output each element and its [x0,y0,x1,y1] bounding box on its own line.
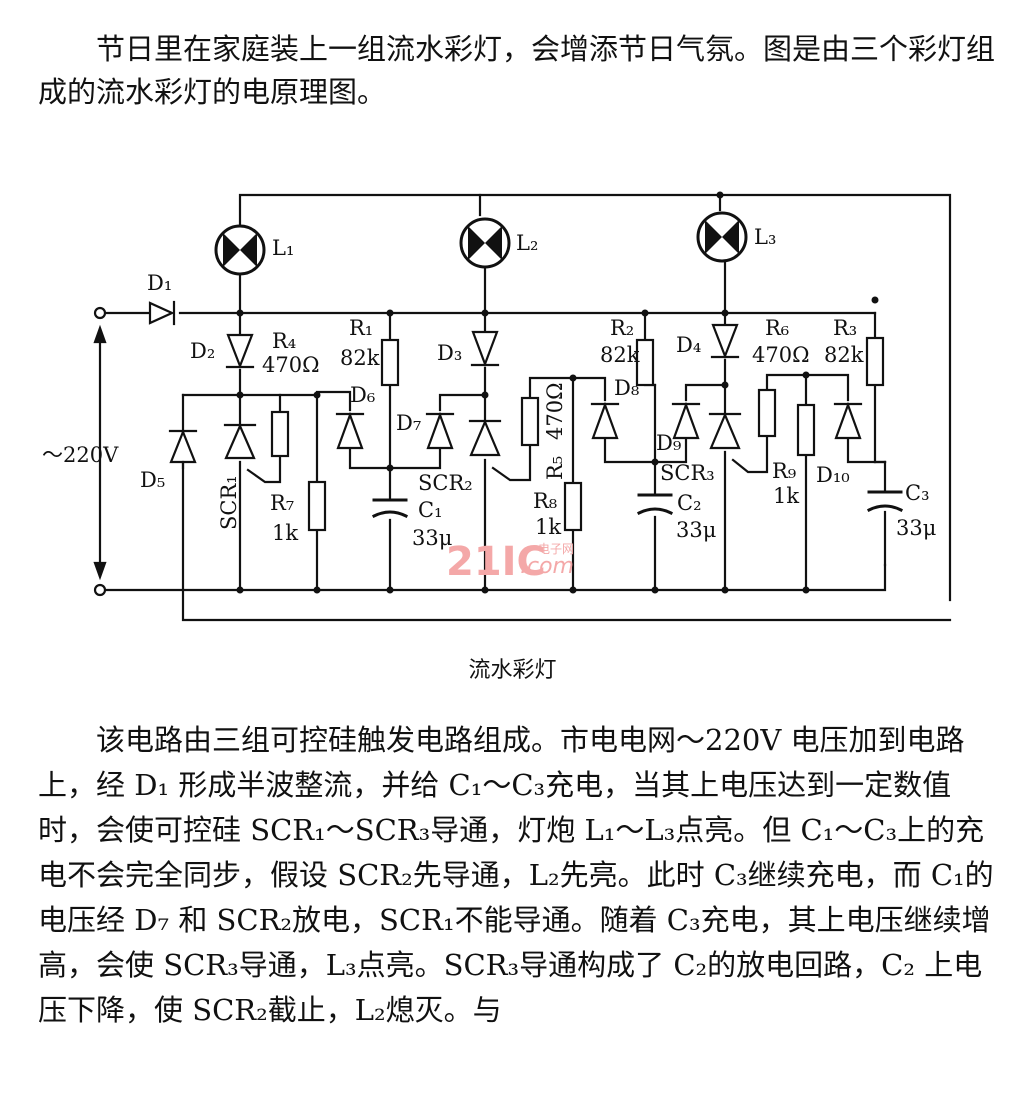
label-C3: C₃ [905,481,930,505]
label-SCR3: SCR₃ [660,461,715,485]
label-R2: R₂ [610,316,634,340]
scr-SCR1 [223,423,257,460]
diode-D10 [833,401,863,440]
junction-dots [236,191,879,594]
body-paragraph: 该电路由三组可控硅触发电路组成。市电电网～220V 电压加到电路上，经 D₁ 形… [38,723,994,1027]
label-R5: R₅ [543,456,567,480]
diode-D5 [168,429,198,470]
diode-D2 [225,333,255,370]
watermark-site: .com [520,554,574,579]
label-D10: D₁₀ [816,463,850,487]
label-R1: R₁ [349,316,373,340]
figure-caption: 流水彩灯 [468,658,557,683]
resistor-R9 [796,403,816,457]
label-D8: D₈ [614,376,639,400]
resistor-R1 [380,338,400,387]
lamp-L1 [214,224,266,276]
supply-terminals [93,306,107,597]
circuit-diagram: ～220V L₁ L₂ L₃ D₁ D₂ D₃ D₄ D₅ D₆ D₇ D₈ D… [42,191,952,622]
watermark-brand: 21IC [446,539,546,585]
label-D6: D₆ [350,383,375,407]
resistor-R4 [270,410,290,458]
label-D4: D₄ [676,333,701,357]
label-D7: D₇ [396,411,421,435]
value-C2: 33μ [676,518,716,542]
diode-D3 [470,330,500,368]
value-R1: 82k [340,346,380,370]
value-R6: 470Ω [752,343,810,367]
wires [98,193,952,622]
resistor-R2 [635,338,655,387]
intro-paragraph: 节日里在家庭装上一组流水彩灯，会增添节日气氛。图是由三个彩灯组成的流水彩灯的电原… [38,32,996,109]
value-C1: 33μ [412,526,452,550]
diode-D9 [671,401,701,440]
resistor-R8 [563,481,583,532]
capacitor-C1 [371,498,409,519]
label-D1: D₁ [147,271,172,295]
resistor-R6 [757,388,777,438]
label-SCR1: SCR₁ [217,475,241,530]
value-R4: 470Ω [262,353,320,377]
lamp-L3 [696,211,748,263]
diode-D4 [710,323,740,360]
label-D2: D₂ [190,339,215,363]
watermark-cn: 电子网 [538,542,574,556]
resistor-R3 [865,336,885,387]
diode-D1 [148,300,176,326]
label-R7: R₇ [270,491,294,515]
diode-D8 [590,401,620,440]
value-C3: 33μ [896,516,936,540]
diode-D7 [425,411,455,450]
scr-SCR2 [468,419,502,457]
label-R9: R₉ [772,459,796,483]
capacitor-C3 [866,490,904,513]
source-label: ～220V [42,443,119,467]
value-R2: 82k [600,343,640,367]
resistor-R5 [520,396,540,447]
label-R8: R₈ [533,489,557,513]
label-D9: D₉ [656,431,681,455]
label-D5: D₅ [140,468,165,492]
lamp-L2 [459,217,511,269]
label-SCR2: SCR₂ [418,471,473,495]
label-L3: L₃ [754,225,776,249]
value-R7: 1k [272,521,298,545]
value-R5: 470Ω [543,383,567,441]
capacitor-C2 [636,493,674,516]
diode-D6 [335,411,365,450]
label-L2: L₂ [516,231,538,255]
label-D3: D₃ [437,341,462,365]
label-C2: C₂ [677,491,702,515]
scr-SCR3 [708,412,742,450]
value-R8: 1k [535,515,561,539]
resistor-R7 [307,480,327,532]
label-C1: C₁ [418,498,443,522]
label-R6: R₆ [765,316,789,340]
label-R3: R₃ [833,316,857,340]
label-L1: L₁ [272,236,294,260]
label-R4: R₄ [272,329,296,353]
value-R3: 82k [824,343,864,367]
watermark-logo: 21IC .com 电子网 [446,539,574,585]
value-R9: 1k [773,484,799,508]
